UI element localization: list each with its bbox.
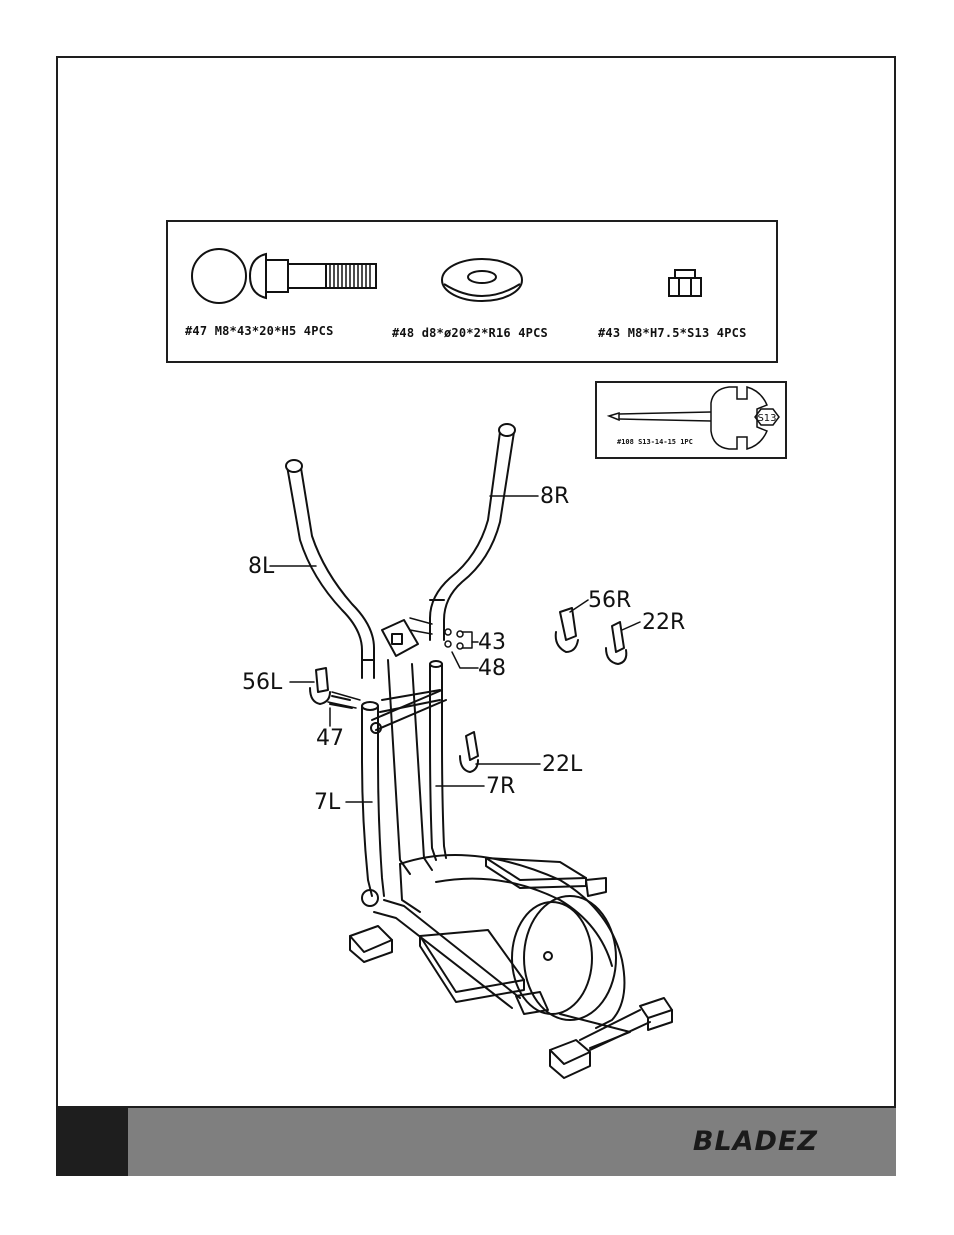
nut-spec-label: #43 M8*H7.5*S13 4PCS bbox=[598, 326, 747, 340]
tool-spec-label: #108 S13-14-15 1PC bbox=[617, 438, 693, 446]
callout-7r: 7R bbox=[486, 774, 516, 799]
brand-logo: BLADEZ bbox=[692, 1126, 818, 1157]
wrench-screwdriver-icon bbox=[606, 386, 768, 450]
callout-7l: 7L bbox=[314, 790, 341, 815]
callout-48: 48 bbox=[478, 656, 506, 681]
callout-43: 43 bbox=[478, 630, 506, 655]
bolt-thread-icon bbox=[329, 264, 371, 288]
callout-22l: 22L bbox=[542, 752, 583, 777]
callout-8l: 8L bbox=[248, 554, 275, 579]
callout-56l: 56L bbox=[242, 670, 283, 695]
tool-size-mark: S13 bbox=[757, 413, 776, 424]
s13-hex-icon bbox=[754, 408, 780, 426]
hardware-drawings bbox=[191, 248, 702, 304]
washer-spec-label: #48 d8*ø20*2*R16 4PCS bbox=[392, 326, 548, 340]
page-footer: BLADEZ bbox=[56, 1106, 896, 1176]
callout-47: 47 bbox=[316, 726, 344, 751]
hardware-parts-box: #47 M8*43*20*H5 4PCS #48 d8*ø20*2*R16 4P… bbox=[166, 220, 778, 363]
bolt-head-front-icon bbox=[191, 248, 247, 304]
callout-8r: 8R bbox=[540, 484, 570, 509]
bolt-spec-label: #47 M8*43*20*H5 4PCS bbox=[185, 324, 334, 338]
curved-washer-icon bbox=[441, 258, 523, 302]
callout-22r: 22R bbox=[642, 610, 686, 635]
hex-nut-icon bbox=[668, 269, 702, 297]
tool-box: S13 #108 S13-14-15 1PC bbox=[595, 381, 787, 459]
footer-page-tab bbox=[56, 1108, 128, 1176]
multi-wrench-drawing: S13 bbox=[606, 386, 780, 450]
carriage-bolt-icon bbox=[248, 252, 377, 300]
callout-56r: 56R bbox=[588, 588, 632, 613]
